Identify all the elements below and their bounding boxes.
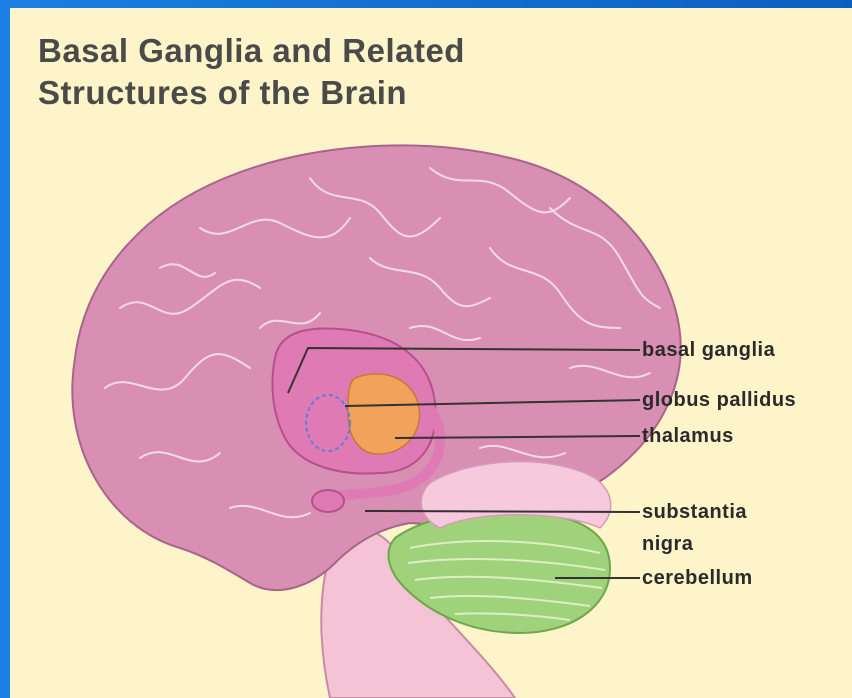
label-basal-ganglia: basal ganglia [642, 338, 775, 362]
label-substantia-nigra-2: nigra [642, 532, 693, 556]
label-globus-pallidus: globus pallidus [642, 388, 796, 412]
label-thalamus: thalamus [642, 424, 734, 448]
diagram-panel: Basal Ganglia and Related Structures of … [10, 8, 852, 698]
amygdala [312, 490, 344, 512]
thalamus-structure [348, 374, 420, 454]
label-substantia-nigra-1: substantia [642, 500, 747, 524]
label-cerebellum: cerebellum [642, 566, 753, 590]
